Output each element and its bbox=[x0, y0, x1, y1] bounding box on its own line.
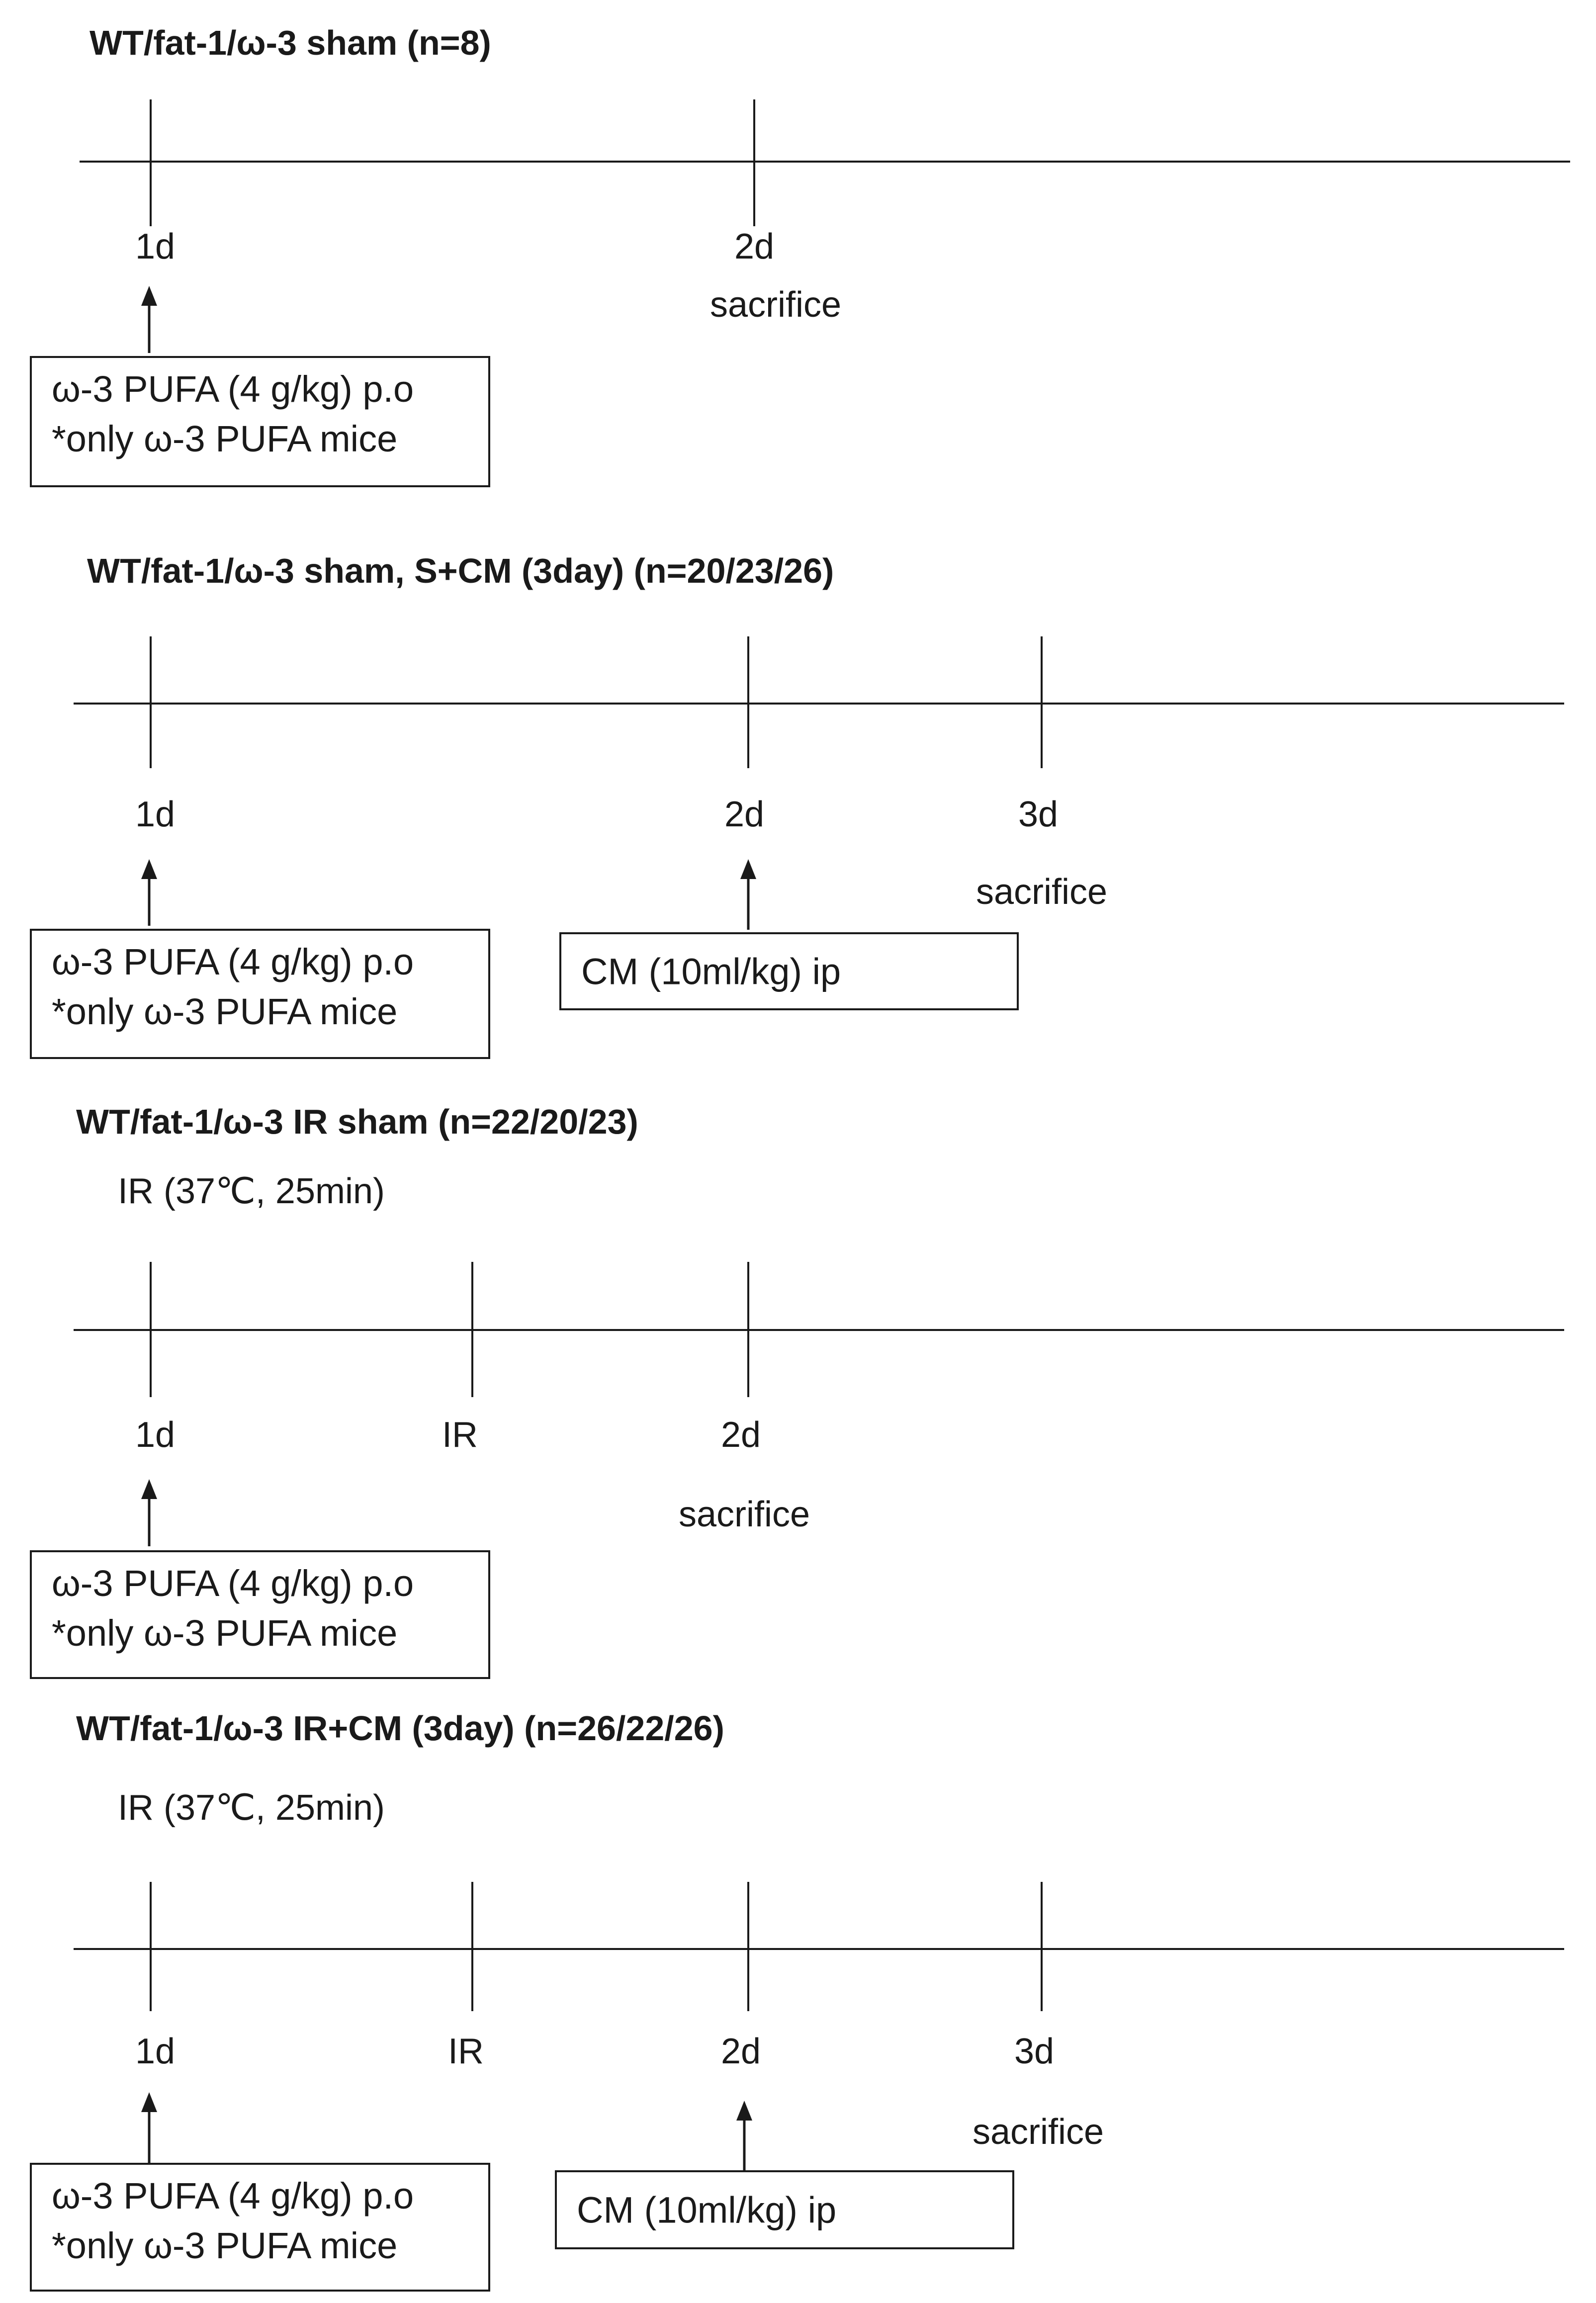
treatment-box bbox=[30, 356, 490, 487]
treatment-box bbox=[559, 932, 1019, 1010]
tick-label: 2d bbox=[721, 1415, 761, 1455]
sacrifice-label: sacrifice bbox=[679, 1495, 810, 1534]
sacrifice-label: sacrifice bbox=[710, 285, 841, 325]
tick-label: 2d bbox=[734, 227, 774, 266]
tick-label: IR bbox=[448, 2032, 484, 2071]
tick-label: 1d bbox=[135, 795, 175, 834]
treatment-text: CM (10ml/kg) ip bbox=[581, 951, 841, 992]
panel-title: WT/fat-1/ω-3 IR+CM (3day) (n=26/22/26) bbox=[76, 1709, 724, 1748]
timeline-panel-3: WT/fat-1/ω-3 IR sham (n=22/20/23) IR (37℃… bbox=[30, 1102, 1564, 1679]
tick-label: 3d bbox=[1014, 2032, 1054, 2071]
tick-label: 3d bbox=[1018, 795, 1058, 834]
panel-title: WT/fat-1/ω-3 IR sham (n=22/20/23) bbox=[76, 1102, 638, 1141]
tick-label: 2d bbox=[721, 2032, 761, 2071]
arrow-head-icon bbox=[736, 2101, 752, 2121]
arrow-head-icon bbox=[141, 1479, 157, 1499]
arrow-head-icon bbox=[141, 286, 157, 306]
treatment-text: ω-3 PUFA (4 g/kg) p.o bbox=[52, 2175, 414, 2216]
timeline-panel-2: WT/fat-1/ω-3 sham, S+CM (3day) (n=20/23/… bbox=[30, 551, 1564, 1059]
treatment-text: *only ω-3 PUFA mice bbox=[52, 418, 397, 459]
timeline-panel-1: WT/fat-1/ω-3 sham (n=8) 1d 2d sacrifice ω-3 … bbox=[30, 23, 1570, 487]
tick-label: 1d bbox=[135, 227, 175, 266]
arrow-head-icon bbox=[141, 859, 157, 879]
treatment-text: ω-3 PUFA (4 g/kg) p.o bbox=[52, 941, 414, 982]
treatment-box bbox=[30, 929, 490, 1059]
treatment-box bbox=[30, 2163, 490, 2292]
treatment-text: *only ω-3 PUFA mice bbox=[52, 991, 397, 1032]
treatment-text: *only ω-3 PUFA mice bbox=[52, 1612, 397, 1654]
panel-title: WT/fat-1/ω-3 sham, S+CM (3day) (n=20/23/… bbox=[87, 551, 834, 590]
tick-label: 2d bbox=[724, 795, 764, 834]
treatment-text: ω-3 PUFA (4 g/kg) p.o bbox=[52, 368, 414, 410]
treatment-text: ω-3 PUFA (4 g/kg) p.o bbox=[52, 1563, 414, 1604]
tick-label: 1d bbox=[135, 1415, 175, 1455]
tick-label: 1d bbox=[135, 2032, 175, 2071]
treatment-box bbox=[555, 2170, 1014, 2249]
treatment-text: CM (10ml/kg) ip bbox=[577, 2190, 836, 2231]
arrow-head-icon bbox=[740, 859, 756, 879]
ir-condition-label: IR (37℃, 25min) bbox=[118, 1788, 385, 1828]
sacrifice-label: sacrifice bbox=[976, 872, 1107, 912]
sacrifice-label: sacrifice bbox=[973, 2112, 1104, 2152]
arrow-head-icon bbox=[141, 2092, 157, 2112]
timeline-panel-4: WT/fat-1/ω-3 IR+CM (3day) (n=26/22/26) IR… bbox=[30, 1709, 1564, 2292]
treatment-box bbox=[30, 1550, 490, 1679]
panel-title: WT/fat-1/ω-3 sham (n=8) bbox=[89, 23, 491, 62]
ir-condition-label: IR (37℃, 25min) bbox=[118, 1171, 385, 1211]
treatment-text: *only ω-3 PUFA mice bbox=[52, 2225, 397, 2266]
tick-label: IR bbox=[442, 1415, 478, 1455]
